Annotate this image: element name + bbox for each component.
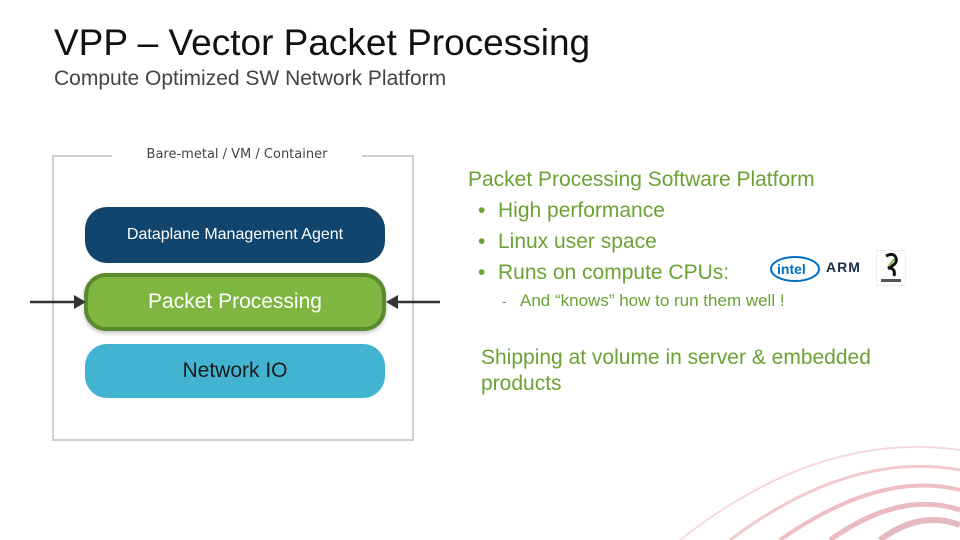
right-arrow-icon (386, 295, 440, 309)
platform-heading: Packet Processing Software Platform (468, 168, 815, 191)
sub-bullet-text: And “knows” how to run them well ! (520, 291, 785, 310)
layer-packet-processing-label: Packet Processing (148, 290, 322, 313)
frame-label: Bare-metal / VM / Container (112, 145, 362, 165)
intel-logo-text: intel (777, 261, 806, 277)
layer-network-io: Network IO (85, 344, 385, 398)
bullet-text: Runs on compute CPUs: (498, 261, 730, 284)
left-arrow-icon (30, 295, 86, 309)
arm-logo-icon: ARM (826, 259, 861, 275)
layer-management-agent: Dataplane Management Agent (85, 207, 385, 263)
decorative-swoosh-icon (679, 445, 960, 540)
sub-bullet-item: -And “knows” how to run them well ! (502, 291, 785, 310)
layer-network-io-label: Network IO (182, 359, 288, 382)
bullet-item: •Linux user space (478, 230, 657, 253)
power-logo-icon (876, 250, 906, 286)
shipping-text: Shipping at volume in server & embedded … (481, 346, 871, 395)
bullet-text: High performance (498, 199, 665, 222)
slide-title: VPP – Vector Packet Processing (54, 22, 591, 63)
bullet-item: •High performance (478, 199, 665, 222)
slide-subtitle: Compute Optimized SW Network Platform (54, 67, 447, 90)
intel-logo-icon: intel (770, 256, 820, 282)
bullet-text: Linux user space (498, 230, 657, 253)
layer-management-agent-label: Dataplane Management Agent (126, 226, 344, 243)
bullet-item: •Runs on compute CPUs: (478, 261, 730, 284)
layer-packet-processing: Packet Processing (84, 273, 386, 331)
